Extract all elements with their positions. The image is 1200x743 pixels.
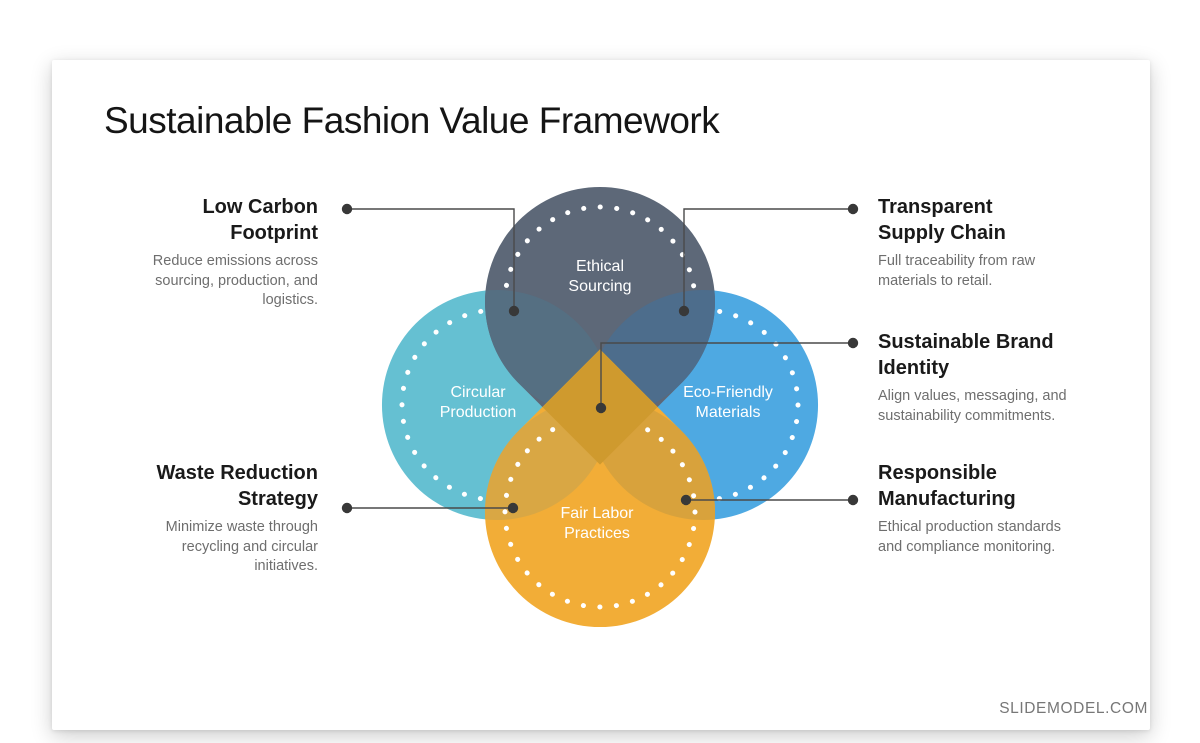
callout-heading: Strategy <box>237 488 318 510</box>
dot-icon <box>847 494 859 506</box>
callout-responsible-manufacturing: Responsible Manufacturing Ethical produc… <box>878 460 1128 557</box>
fair-labor-practices-label-2: Practices <box>564 525 630 542</box>
ethical-sourcing-label-1: Ethical <box>576 258 624 275</box>
callout-heading: Identity <box>878 357 950 379</box>
connector-transparent <box>683 208 853 311</box>
dot-icon <box>847 337 859 349</box>
callout-description: Minimize waste through recycling and cir… <box>165 519 318 574</box>
dot-icon <box>508 305 520 317</box>
slidemodel-watermark: SLIDEMODEL.COM <box>999 700 1148 717</box>
callout-sustainable-brand-identity: Sustainable Brand Identity Align values,… <box>878 329 1128 426</box>
dot-icon <box>678 305 690 317</box>
dot-icon <box>341 502 353 514</box>
connector-dots <box>341 203 859 514</box>
connector-low-carbon <box>347 208 515 311</box>
callout-transparent-supply-chain: Transparent Supply Chain Full traceabili… <box>878 194 1118 291</box>
ethical-sourcing-label-2: Sourcing <box>568 278 631 295</box>
dot-icon <box>680 494 692 506</box>
callout-description: Full traceability from raw materials to … <box>878 253 1036 289</box>
slide-title: Sustainable Fashion Value Framework <box>104 100 720 141</box>
eco-friendly-materials-label-2: Materials <box>696 404 761 421</box>
callout-waste-reduction-strategy: Waste Reduction Strategy Minimize waste … <box>98 460 319 577</box>
fair-labor-practices-label-1: Fair Labor <box>561 505 635 522</box>
callout-heading: Low Carbon <box>202 196 318 218</box>
dot-icon <box>507 502 519 514</box>
dot-icon <box>847 203 859 215</box>
connector-brand <box>600 342 853 408</box>
callout-description: Align values, messaging, and sustainabil… <box>878 388 1067 424</box>
callout-low-carbon-footprint: Low Carbon Footprint Reduce emissions ac… <box>98 194 318 311</box>
callout-heading: Supply Chain <box>878 222 1006 244</box>
callout-heading: Footprint <box>230 222 318 244</box>
dot-icon <box>595 402 607 414</box>
callout-heading: Waste Reduction <box>156 462 319 484</box>
callout-description: Ethical production standards and complia… <box>878 519 1061 555</box>
callout-heading: Sustainable Brand <box>878 331 1054 353</box>
circular-production-label-1: Circular <box>450 384 506 401</box>
callout-heading: Manufacturing <box>878 488 1016 510</box>
callout-heading: Responsible <box>878 462 997 484</box>
eco-friendly-materials-label-1: Eco-Friendly <box>683 384 773 401</box>
connector-lines <box>347 208 853 509</box>
callout-heading: Transparent <box>878 196 993 218</box>
dot-icon <box>341 203 353 215</box>
circular-production-label-2: Production <box>440 404 517 421</box>
callout-description: Reduce emissions across sourcing, produc… <box>152 253 318 308</box>
